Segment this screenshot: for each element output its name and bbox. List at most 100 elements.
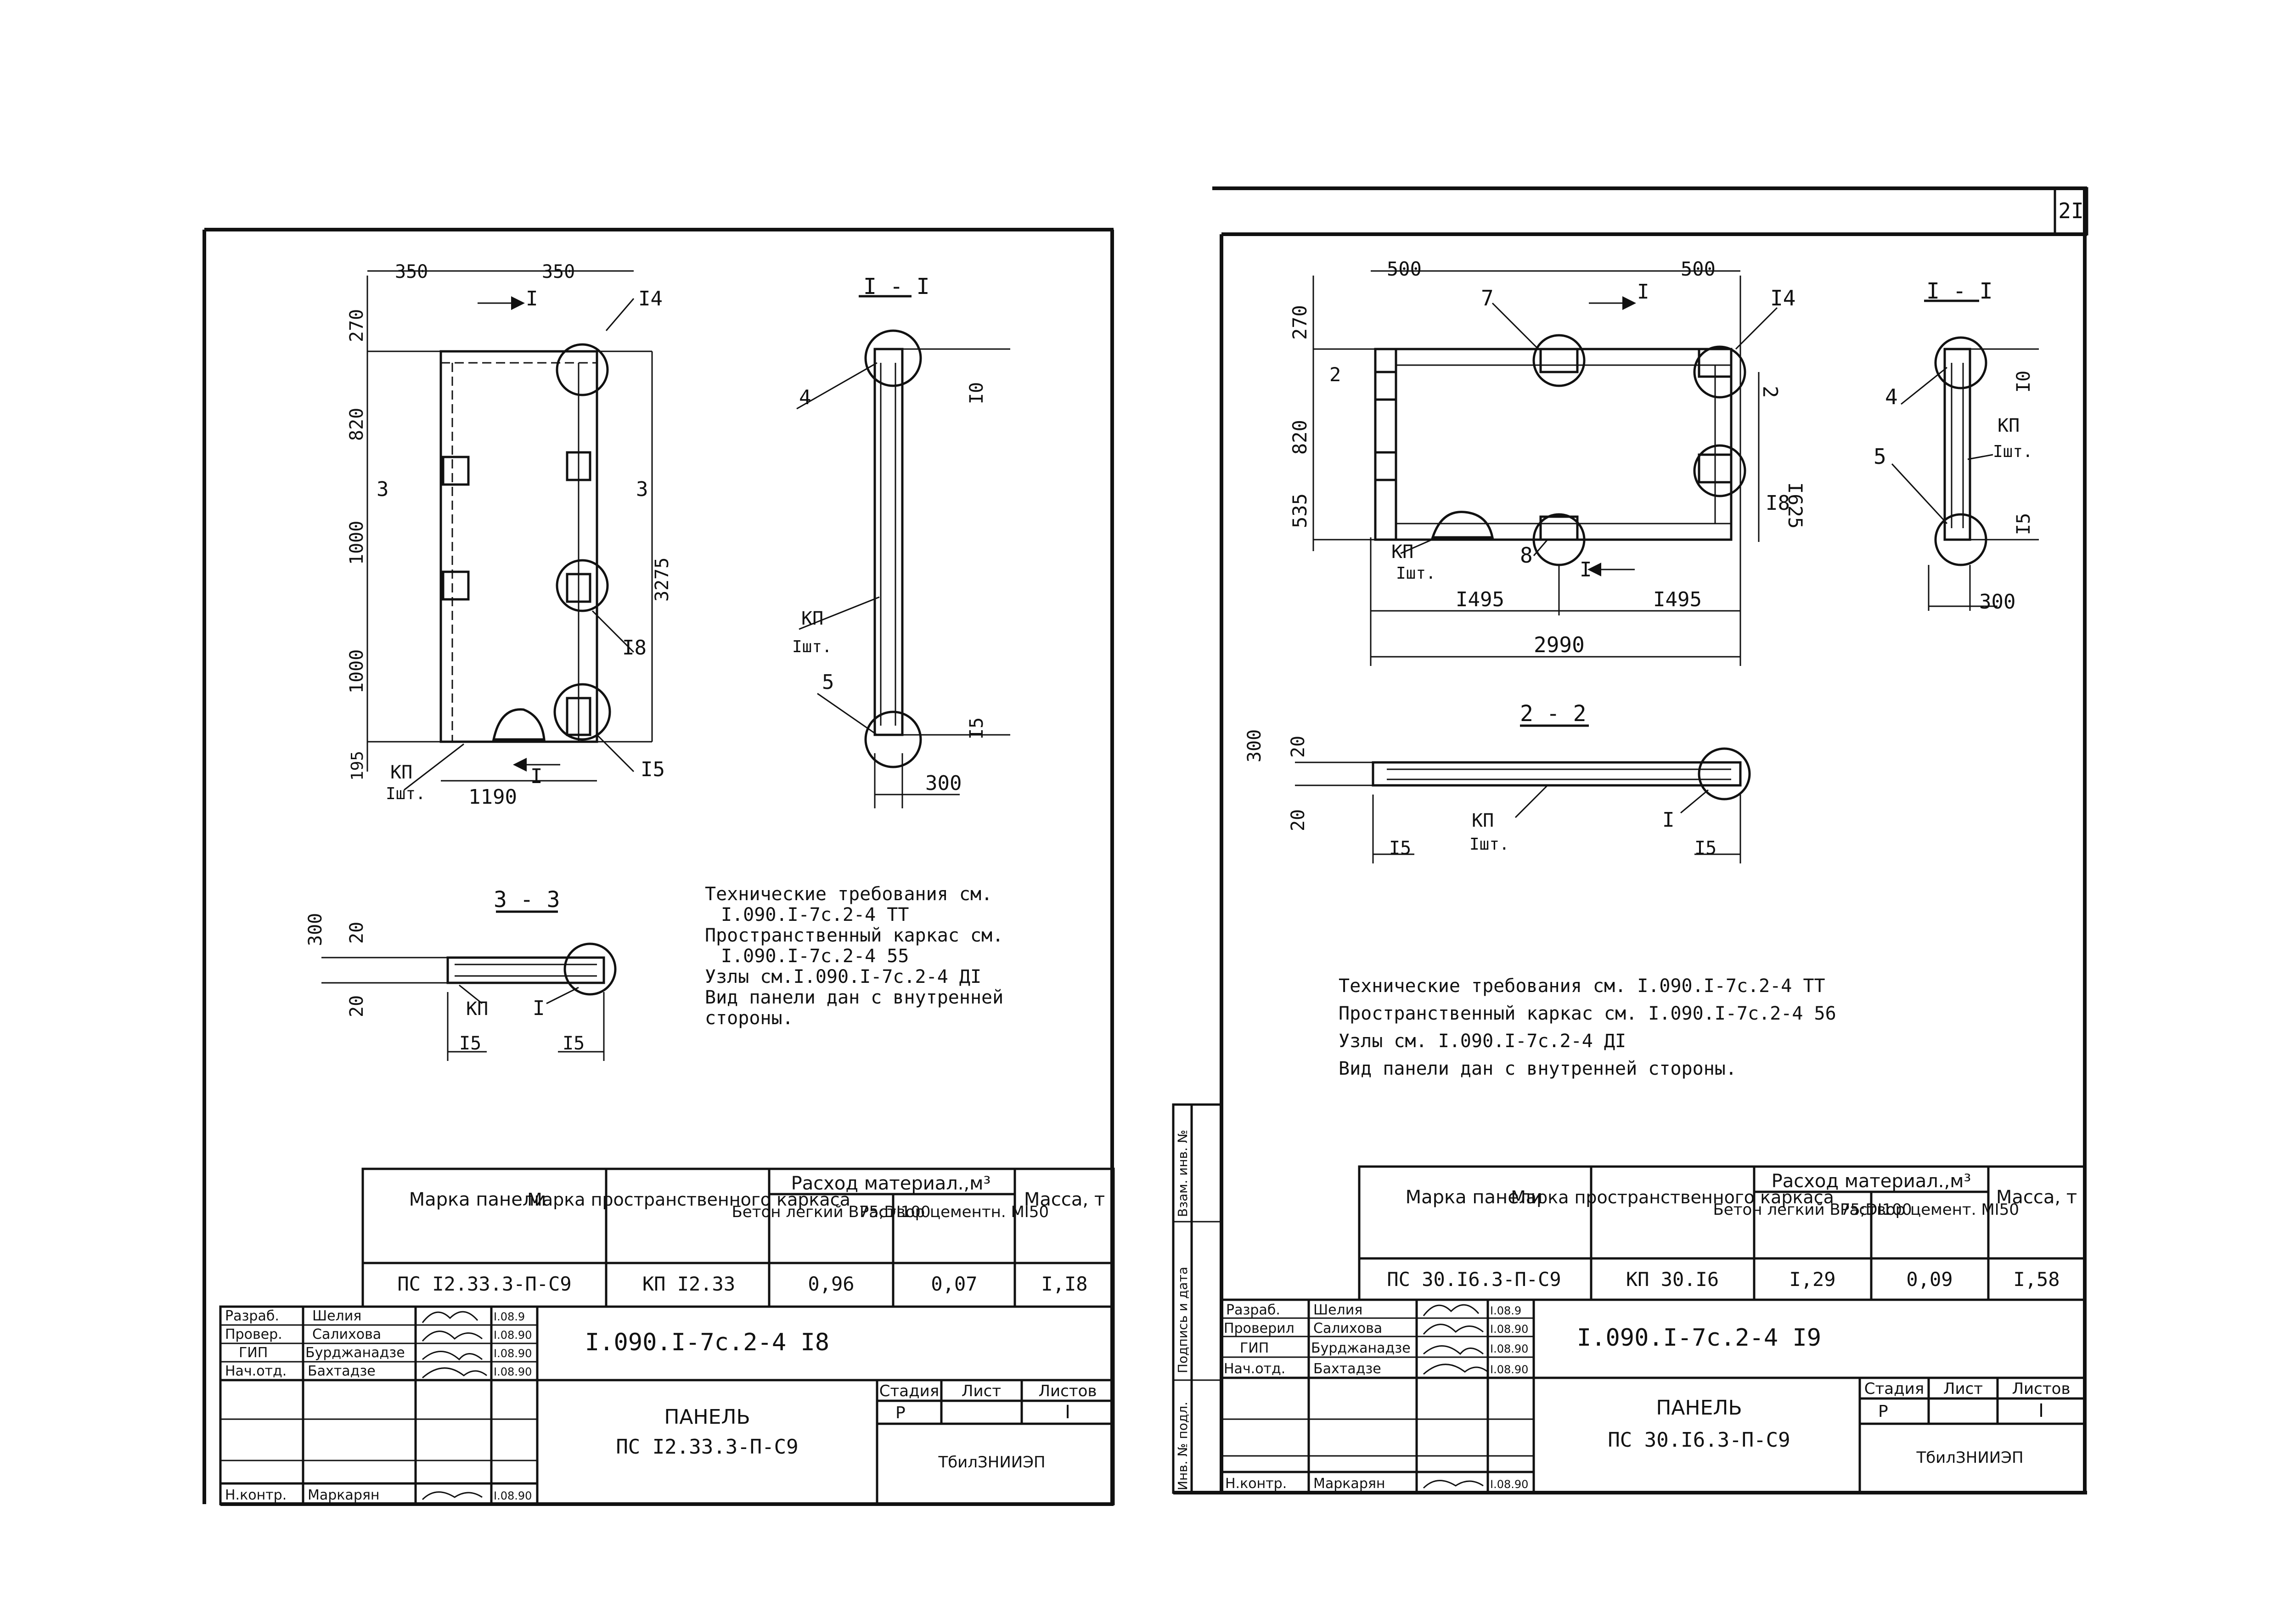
left-spec-concrete: 0,96	[808, 1273, 854, 1295]
left-note-line: Пространственный каркас см.	[705, 925, 1003, 946]
left-note-line: Вид панели дан с внутренней	[705, 987, 1003, 1008]
left-note-line: I.090.I-7с.2-4 55	[721, 946, 909, 967]
cut-1-top: I	[526, 287, 538, 310]
right-panel-elevation	[1312, 270, 1778, 666]
right-section-1-1	[1891, 299, 2039, 611]
role-date: I.08.90	[494, 1329, 532, 1342]
left-note-line: Узлы см.I.090.I-7с.2-4 ДI	[705, 966, 981, 987]
left-spec-h-cons: Расход материал.,м³	[791, 1173, 991, 1194]
section-1-mark-4: 4	[1885, 384, 1898, 409]
right-title-block	[1220, 1298, 2086, 1494]
role-name: Шелия	[1313, 1302, 1362, 1318]
right-designation: I.090.I-7с.2-4 I9	[1577, 1324, 1821, 1352]
right-spec-h-mass: Масса, т	[1996, 1187, 2077, 1208]
role: Нач.отд.	[225, 1363, 287, 1379]
left-section-1-1	[796, 295, 1010, 808]
right-spec-h-cons: Расход материал.,м³	[1772, 1171, 1971, 1192]
role-name: Бахтадзе	[308, 1363, 376, 1379]
mark-14: I4	[1770, 286, 1795, 310]
section-1-kp: КП	[801, 608, 823, 629]
dim-350-right: 350	[542, 261, 575, 282]
right-sheets-header: Листов	[2012, 1380, 2070, 1398]
section-3-dim-300: 300	[305, 913, 326, 946]
role-date: I.08.90	[1490, 1323, 1528, 1336]
section-2-dim-15a: I5	[1389, 838, 1411, 859]
dim-820: 820	[346, 408, 367, 441]
left-notes: Технические требования см. I.090.I-7с.2-…	[705, 884, 1003, 1029]
section-1-kp-qty: Iшт.	[792, 637, 832, 656]
role-name: Салихова	[1313, 1320, 1382, 1336]
role: ГИП	[239, 1345, 268, 1361]
right-spec-h-frame: Марка пространственного каркаса	[1511, 1187, 1834, 1207]
section-1-dim-300: 300	[1979, 590, 2015, 614]
dim-350-left: 350	[395, 261, 428, 282]
section-2-dim-300: 300	[1244, 729, 1265, 762]
side-label-inventory: Инв. № подл.	[1175, 1402, 1190, 1490]
role-name: Бахтадзе	[1313, 1361, 1381, 1377]
kp-label: КП	[1391, 541, 1413, 563]
dim-2: 2	[1329, 363, 1341, 386]
kp-label: КП	[390, 762, 412, 783]
role: Н.контр.	[1225, 1476, 1287, 1492]
cut-1-top: I	[1637, 280, 1649, 304]
section-2-dim-15b: I5	[1694, 838, 1716, 859]
section-1-dim-10: I0	[966, 382, 987, 404]
cut-3-left: 3	[377, 478, 389, 501]
side-label-signature: Подпись и дата	[1175, 1267, 1190, 1373]
cut-3-right: 3	[636, 478, 648, 501]
right-stage-header: Стадия	[1864, 1380, 1924, 1398]
kp-qty: Iшт.	[1396, 564, 1436, 583]
section-2-kp-qty: Iшт.	[1469, 835, 1509, 854]
cut-1-bottom: I	[530, 765, 543, 788]
right-spec-mass: I,58	[2013, 1268, 2060, 1291]
left-designation: I.090.I-7с.2-4 I8	[585, 1329, 829, 1356]
mark-15: I5	[641, 758, 665, 781]
section-3-dim-20b: 20	[346, 995, 367, 1017]
left-panel-code: ПС I2.33.3-П-С9	[616, 1435, 798, 1459]
section-1-kp: КП	[1998, 415, 2020, 436]
section-1-dim-15: I5	[966, 717, 987, 739]
section-2-dim-20a: 20	[1288, 736, 1309, 758]
role-date: I.08.90	[1490, 1363, 1528, 1376]
section-1-kp-qty: Iшт.	[1993, 442, 2033, 461]
left-note-line: I.090.I-7с.2-4 ТТ	[721, 904, 909, 925]
dim-1625: I625	[1784, 482, 1806, 529]
section-1-dim-15: I5	[2013, 513, 2034, 535]
left-spec-mark: ПС I2.33.3-П-С9	[397, 1273, 571, 1295]
callout-14-circle	[556, 343, 609, 396]
right-spec-h-concrete: Бетон легкий В75;DI100	[1713, 1201, 1912, 1219]
right-spec-mortar: 0,09	[1906, 1268, 1953, 1291]
side-label-replacement: Взам. инв. №	[1175, 1130, 1190, 1217]
left-spec-mass: I,I8	[1041, 1273, 1087, 1295]
kp-lifting-loop	[1431, 511, 1494, 539]
right-spec-concrete: I,29	[1789, 1268, 1835, 1291]
left-title-roles: Разраб. Шелия I.08.9 Провер. Салихова I.…	[225, 1308, 532, 1503]
role-date: I.08.90	[494, 1489, 532, 1502]
right-panel-outline	[1374, 348, 1733, 541]
page-number: 2I	[2058, 198, 2083, 223]
section-1-1-title: I - I	[863, 274, 930, 299]
left-section-3-3	[321, 910, 617, 1061]
right-spec-h-mortar: Раствор цемент. МI50	[1840, 1201, 2019, 1219]
right-sheet-header: Лист	[1943, 1380, 1983, 1398]
role-name: Бурджанадзе	[305, 1345, 405, 1361]
role-name: Маркарян	[1313, 1476, 1385, 1492]
section-2-cut: I	[1662, 808, 1675, 832]
section-1-dim-300: 300	[925, 772, 962, 795]
page-number-box	[2054, 187, 2088, 236]
right-spec-h-mark: Марка панели	[1406, 1187, 1543, 1208]
right-organization: ТбилЗНИИЭП	[1916, 1449, 2023, 1467]
left-spec-h-concrete: Бетон легкий В75;DI100	[732, 1203, 930, 1221]
right-note-line: Узлы см. I.090.I-7с.2-4 ДI	[1339, 1031, 1626, 1052]
left-signatures	[422, 1311, 487, 1500]
cut-1-bottom: I	[1580, 558, 1592, 581]
callout-15-circle	[553, 683, 611, 741]
dim-500-left: 500	[1387, 258, 1422, 280]
section-2-2-title: 2 - 2	[1520, 701, 1587, 727]
left-sheet: 350 350 270 820 1000 1000 195 3275 1190 …	[203, 228, 1115, 1506]
left-spec-mortar: 0,07	[931, 1273, 977, 1295]
right-note-line: Технические требования см. I.090.I-7с.2-…	[1339, 975, 1825, 997]
left-sheet-header: Лист	[962, 1382, 1001, 1400]
dim-1000-a: 1000	[346, 521, 367, 565]
